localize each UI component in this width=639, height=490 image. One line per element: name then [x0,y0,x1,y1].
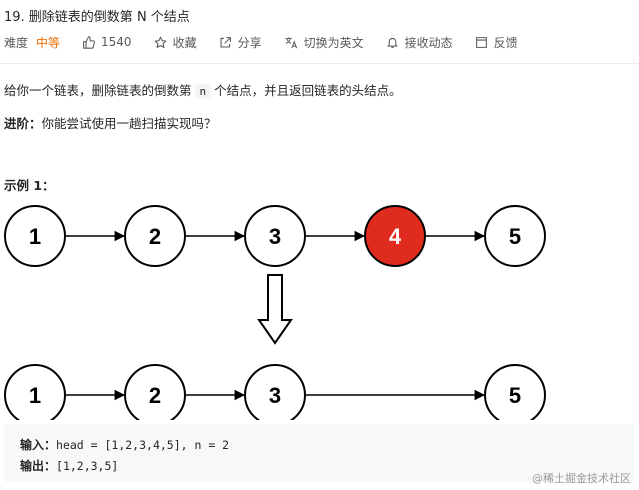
bell-icon [387,37,398,48]
before-node-1: 1 [4,205,66,267]
after-node-2-label: 2 [149,383,161,408]
thumbs-up-icon [83,35,95,49]
watermark: @稀土掘金技术社区 [532,472,631,485]
description-part2: 个结点，并且返回链表的头结点。 [214,83,402,98]
transform-down-arrow [257,274,293,345]
linked-list-diagram: 1 2 3 4 5 1 2 [4,205,546,420]
feedback-button[interactable]: 反馈 [475,34,518,51]
before-node-2-label: 2 [149,224,161,249]
problem-title: 19. 删除链表的倒数第 N 个结点 [4,10,190,25]
switch-language-button[interactable]: 切换为英文 [284,34,364,51]
share-button[interactable]: 分享 [219,34,262,51]
favorite-label: 收藏 [172,35,197,50]
difficulty-value: 中等 [36,35,61,50]
share-label: 分享 [237,35,262,50]
star-icon [154,36,166,48]
after-node-3: 3 [244,364,306,420]
after-node-5-label: 5 [509,383,521,408]
like-count: 1540 [101,35,132,49]
input-value: head = [1,2,3,4,5], n = 2 [56,438,230,452]
output-label: 输出： [20,459,57,473]
translate-icon [284,36,297,48]
advance-note: 进阶：你能尝试使用一趟扫描实现吗？ [4,113,217,132]
advance-label: 进阶： [4,116,42,131]
before-node-3: 3 [244,205,306,267]
description-code-n: n [194,84,212,99]
after-node-5: 5 [484,364,546,420]
difficulty-label: 难度 [4,35,29,50]
switch-language-label: 切换为英文 [303,35,364,50]
after-node-2: 2 [124,364,186,420]
after-node-1: 1 [4,364,66,420]
difficulty: 难度 中等 [4,34,60,51]
input-label: 输入： [20,438,57,452]
follow-label: 接收动态 [404,35,453,50]
after-node-3-label: 3 [269,383,281,408]
example-title: 示例 1： [4,178,55,193]
before-node-3-label: 3 [269,224,281,249]
before-node-4-removed: 4 [364,205,426,267]
share-icon [220,36,231,47]
before-node-5: 5 [484,205,546,267]
favorite-button[interactable]: 收藏 [154,34,197,51]
example-input: 输入：head = [1,2,3,4,5], n = 2 [20,436,229,453]
before-node-5-label: 5 [509,224,521,249]
example-output: 输出：[1,2,3,5] [20,457,118,474]
like-button[interactable]: 1540 [82,35,132,49]
header-divider [0,63,639,64]
advance-text: 你能尝试使用一趟扫描实现吗？ [41,116,217,131]
description-part1: 给你一个链表，删除链表的倒数第 [4,83,192,98]
before-node-2: 2 [124,205,186,267]
follow-button[interactable]: 接收动态 [386,34,453,51]
example-io-box: 输入：head = [1,2,3,4,5], n = 2 输出：[1,2,3,5… [4,424,634,482]
before-node-4-label: 4 [389,224,402,249]
output-value: [1,2,3,5] [56,459,119,473]
feedback-label: 反馈 [493,35,518,50]
meta-toolbar: 难度 中等 1540 收藏 分享 切换为英文 [4,33,540,51]
feedback-icon [475,36,487,48]
before-node-1-label: 1 [29,224,41,249]
after-node-1-label: 1 [29,383,41,408]
